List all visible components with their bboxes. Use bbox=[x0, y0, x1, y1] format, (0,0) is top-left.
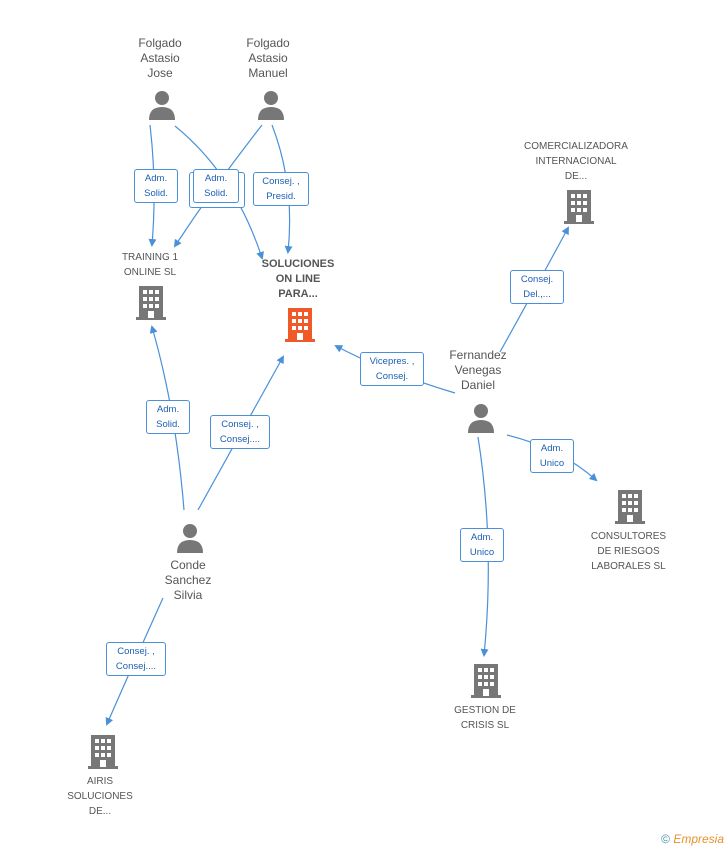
person-icon bbox=[149, 91, 175, 120]
building-icon bbox=[471, 664, 501, 698]
building-icon bbox=[564, 190, 594, 224]
company-comercializadora[interactable]: COMERCIALIZADORA INTERNACIONAL DE... bbox=[524, 141, 628, 182]
person-icon bbox=[177, 524, 203, 553]
relation-label[interactable]: Adm. Unico bbox=[460, 528, 504, 562]
relation-label[interactable]: Vicepres. , Consej. bbox=[360, 352, 424, 386]
person-conde[interactable]: Conde Sanchez Silvia bbox=[164, 558, 212, 602]
building-icon bbox=[136, 286, 166, 320]
building-icon bbox=[285, 308, 315, 342]
relation-label[interactable]: Adm. Solid. bbox=[134, 169, 178, 203]
relation-label[interactable]: Consej. , Presid. bbox=[253, 172, 309, 206]
person-folgado-manuel[interactable]: Folgado Astasio Manuel bbox=[246, 36, 290, 80]
building-icon bbox=[615, 490, 645, 524]
relation-label[interactable]: Consej. Del.,... bbox=[510, 270, 564, 304]
person-fernandez[interactable]: Fernandez Venegas Daniel bbox=[449, 348, 507, 392]
relation-label[interactable]: Adm. Unico bbox=[530, 439, 574, 473]
company-consultores[interactable]: CONSULTORES DE RIESGOS LABORALES SL bbox=[590, 531, 667, 572]
relation-label[interactable]: Consej. , Consej.... bbox=[210, 415, 270, 449]
footer-brand: © Empresia bbox=[661, 832, 724, 846]
person-folgado-jose[interactable]: Folgado Astasio Jose bbox=[138, 36, 182, 80]
company-gestion[interactable]: GESTION DE CRISIS SL bbox=[454, 705, 516, 731]
building-icon bbox=[88, 735, 118, 769]
relation-label[interactable]: Consej. , Consej.... bbox=[106, 642, 166, 676]
empresia-logo[interactable]: Empresia bbox=[673, 832, 724, 846]
copyright-icon: © bbox=[661, 832, 670, 846]
company-training[interactable]: TRAINING 1 ONLINE SL bbox=[121, 252, 179, 278]
person-icon bbox=[258, 91, 284, 120]
relation-label[interactable]: Adm. Solid. bbox=[146, 400, 190, 434]
person-icon bbox=[468, 404, 494, 433]
relation-label[interactable]: Adm. Solid. bbox=[193, 169, 239, 203]
company-airis[interactable]: AIRIS SOLUCIONES DE... bbox=[67, 776, 133, 817]
company-soluciones[interactable]: SOLUCIONES ON LINE PARA... bbox=[261, 258, 335, 300]
